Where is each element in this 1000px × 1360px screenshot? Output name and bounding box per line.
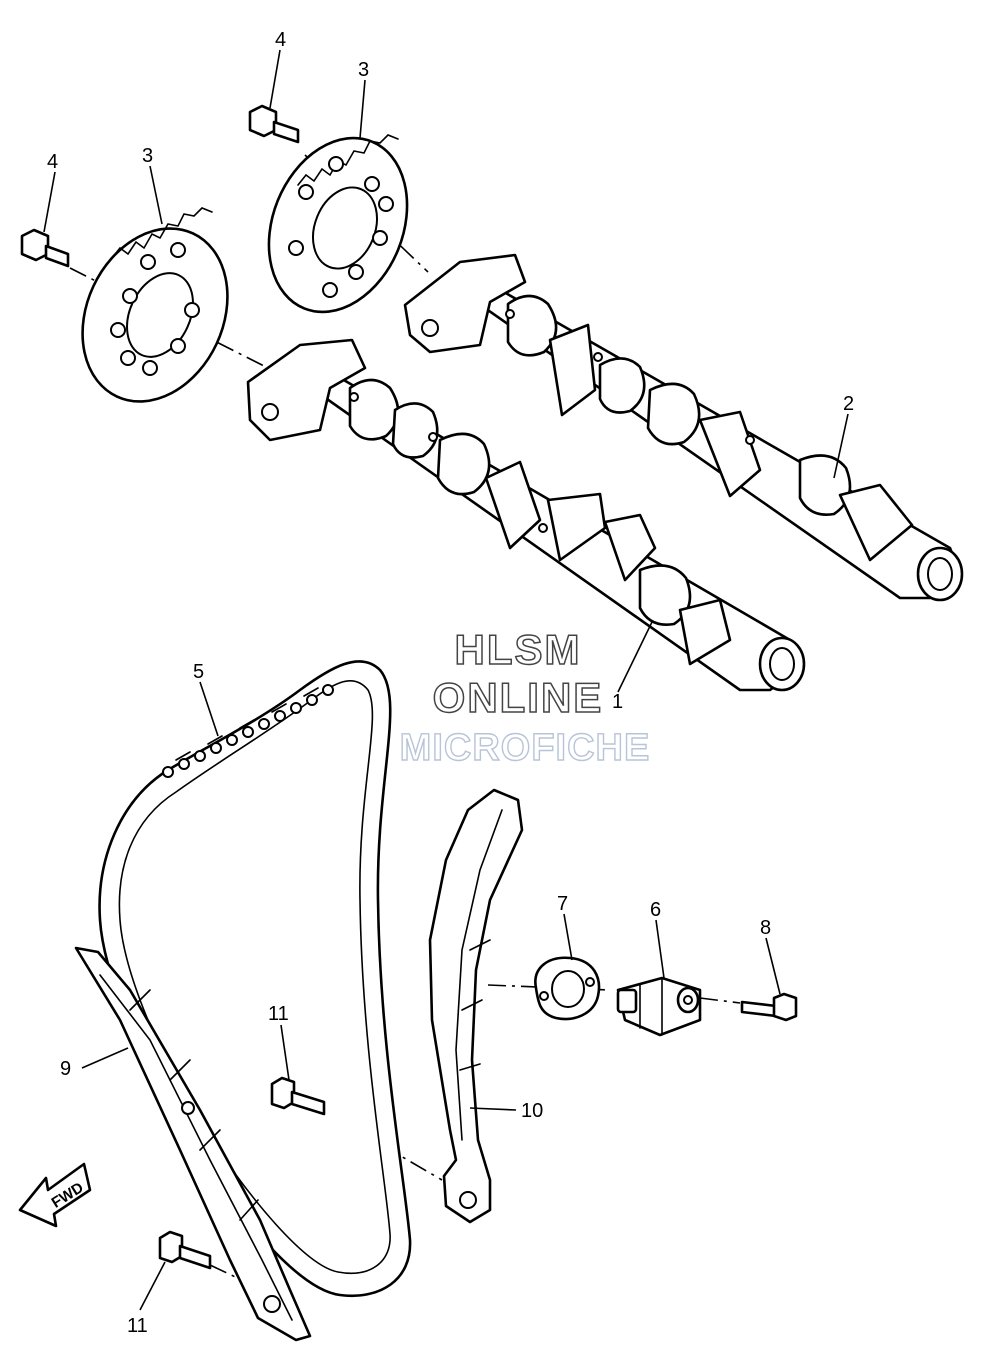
callout-5[interactable]: 5 bbox=[193, 661, 204, 683]
bolt-4-right[interactable] bbox=[248, 104, 300, 144]
callout-9[interactable]: 9 bbox=[60, 1058, 71, 1080]
callout-3-right[interactable]: 3 bbox=[358, 59, 369, 81]
callout-10[interactable]: 10 bbox=[521, 1100, 543, 1122]
callout-11-upper[interactable]: 11 bbox=[268, 1003, 289, 1025]
guide-bolt-11-lower[interactable] bbox=[158, 1230, 212, 1270]
tensioner-6[interactable] bbox=[616, 976, 702, 1037]
leader-lines bbox=[43, 49, 849, 1311]
callout-4-left[interactable]: 4 bbox=[47, 151, 58, 173]
cam-sprocket-3-right[interactable] bbox=[244, 117, 432, 333]
guide-bolt-11-upper[interactable] bbox=[270, 1076, 326, 1116]
callout-3-left[interactable]: 3 bbox=[142, 145, 153, 167]
watermark-line-2: ONLINE bbox=[433, 674, 604, 721]
callout-6[interactable]: 6 bbox=[650, 899, 661, 921]
callout-numbers: 1 2 3 3 4 4 5 6 7 8 9 10 11 11 bbox=[47, 29, 854, 1337]
watermark: HLSM ONLINE MICROFICHE bbox=[399, 625, 651, 769]
fwd-arrow-icon: FWD bbox=[18, 1162, 92, 1228]
gasket-7[interactable] bbox=[534, 956, 601, 1021]
callout-1[interactable]: 1 bbox=[612, 691, 623, 713]
chain-links bbox=[162, 684, 334, 778]
callout-4-right[interactable]: 4 bbox=[275, 29, 286, 51]
chain-guide-9[interactable] bbox=[74, 946, 312, 1342]
watermark-line-1: HLSM bbox=[455, 626, 582, 673]
callout-2[interactable]: 2 bbox=[843, 393, 854, 415]
bolt-8[interactable] bbox=[740, 992, 798, 1022]
chain-guide-10[interactable] bbox=[428, 788, 524, 1224]
callout-7[interactable]: 7 bbox=[557, 893, 568, 915]
watermark-line-3: MICROFICHE bbox=[400, 727, 651, 769]
timing-chain-5[interactable] bbox=[98, 660, 412, 1298]
bolt-4-left[interactable] bbox=[20, 228, 70, 268]
callout-11-lower[interactable]: 11 bbox=[127, 1315, 148, 1337]
camshaft-2[interactable] bbox=[403, 253, 964, 602]
camshaft-1[interactable] bbox=[246, 338, 806, 692]
cam-sprocket-3-left[interactable] bbox=[55, 205, 254, 426]
callout-8[interactable]: 8 bbox=[760, 917, 771, 939]
